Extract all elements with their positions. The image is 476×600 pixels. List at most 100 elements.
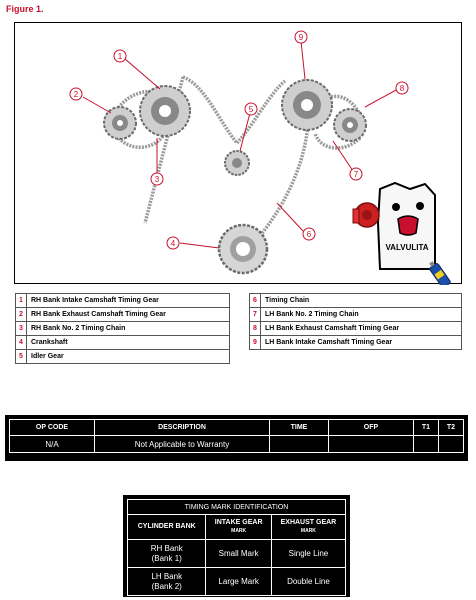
cell-time (269, 435, 329, 453)
bank-name: LH Bank (151, 571, 183, 581)
callout-7-label: 7 (354, 170, 359, 179)
legend-label: LH Bank Exhaust Camshaft Timing Gear (260, 321, 462, 336)
header-cylinder-bank: CYLINDER BANK (126, 514, 207, 540)
gear-lh-intake (281, 79, 333, 131)
cell-bank: LH Bank(Bank 2) (126, 567, 207, 596)
legend-number: 9 (249, 335, 261, 350)
op-code-table: OP CODE DESCRIPTION TIME OFP T1 T2 N/A N… (5, 415, 468, 461)
callout-2-label: 2 (74, 90, 79, 99)
timing-table-caption: TIMING MARK IDENTIFICATION (127, 499, 346, 515)
bank-number: (Bank 1) (151, 553, 182, 563)
callout-8-label: 8 (400, 84, 405, 93)
callout-1-label: 1 (118, 52, 123, 61)
legend-label: LH Bank Intake Camshaft Timing Gear (260, 335, 462, 350)
callout-9-label: 9 (299, 33, 304, 42)
cell-exhaust-mark: Double Line (270, 567, 347, 596)
callout-4-label: 4 (171, 239, 176, 248)
header-op-code: OP CODE (9, 419, 95, 436)
legend-label: RH Bank Exhaust Camshaft Timing Gear (26, 307, 230, 322)
callout-5-label: 5 (249, 105, 254, 114)
mascot-mouth (397, 215, 419, 236)
timing-chain-idler-right (235, 79, 287, 145)
legend-number: 7 (249, 307, 261, 322)
logo-text: VALVULITA (385, 243, 428, 252)
mascot-eye-right (416, 202, 424, 210)
header-ofp: OFP (328, 419, 414, 436)
header-exhaust-gear-mark: EXHAUST GEAR MARK (270, 514, 347, 540)
legend-label: LH Bank No. 2 Timing Chain (260, 307, 462, 322)
timing-mark-table: TIMING MARK IDENTIFICATION CYLINDER BANK… (123, 495, 350, 597)
timing-chain-idler-left (182, 75, 239, 145)
legend-label: Timing Chain (260, 293, 462, 308)
callout-8: 8 (395, 81, 409, 95)
bank-name: RH Bank (150, 543, 183, 553)
header-exhaust-text: EXHAUST GEAR (280, 519, 337, 526)
gear-crankshaft (217, 223, 269, 275)
legend-number: 1 (15, 293, 27, 308)
legend-label: Idler Gear (26, 349, 230, 364)
cell-exhaust-mark: Single Line (270, 539, 347, 568)
callout-3-label: 3 (155, 175, 160, 184)
timing-table-header: CYLINDER BANK INTAKE GEAR MARK EXHAUST GE… (126, 514, 347, 540)
rh-bank-no2-chain-bottom (113, 131, 167, 149)
header-intake-sub: MARK (231, 528, 247, 534)
callout-2: 2 (69, 87, 83, 101)
callout-4: 4 (166, 236, 180, 250)
legend-number: 4 (15, 335, 27, 350)
callout-7: 7 (349, 167, 363, 181)
gear-rh-intake (139, 85, 191, 137)
callout-6: 6 (302, 227, 316, 241)
cell-ofp (328, 435, 414, 453)
cell-intake-mark: Small Mark (205, 539, 272, 568)
header-description: DESCRIPTION (94, 419, 270, 436)
op-table-row: N/A Not Applicable to Warranty (9, 435, 464, 453)
header-time: TIME (269, 419, 329, 436)
timing-row-rh: RH Bank(Bank 1) Small Mark Single Line (126, 539, 347, 568)
op-table-header: OP CODE DESCRIPTION TIME OFP T1 T2 (9, 419, 464, 436)
cell-description: Not Applicable to Warranty (94, 435, 270, 453)
cell-bank: RH Bank(Bank 1) (126, 539, 207, 568)
legend-number: 6 (249, 293, 261, 308)
header-t1: T1 (413, 419, 439, 436)
header-intake-text: INTAKE GEAR (214, 519, 263, 526)
callout-9: 9 (294, 30, 308, 44)
callout-6-label: 6 (307, 230, 312, 239)
callout-leaders (82, 40, 399, 249)
legend-number: 2 (15, 307, 27, 322)
header-t2: T2 (438, 419, 464, 436)
callout-3: 3 (150, 172, 164, 186)
header-cylinder-bank-text: CYLINDER BANK (137, 523, 196, 530)
legend-label: RH Bank No. 2 Timing Chain (26, 321, 230, 336)
lh-bank-no2-chain-bottom (313, 132, 362, 150)
cell-t1 (413, 435, 439, 453)
timing-chain-diagram: 1 2 3 4 5 6 7 8 (69, 30, 451, 285)
gear-rh-exhaust (103, 106, 137, 140)
spray-can-icon (429, 261, 451, 285)
legend-number: 5 (15, 349, 27, 364)
cell-t2 (438, 435, 464, 453)
cell-op-code: N/A (9, 435, 95, 453)
mascot-eye-left (392, 203, 400, 211)
header-exhaust-sub: MARK (300, 528, 316, 534)
legend-label: Crankshaft (26, 335, 230, 350)
figure-title: Figure 1. (6, 4, 44, 14)
legend-number: 3 (15, 321, 27, 336)
timing-chain-left-strand (143, 76, 185, 224)
valvulita-logo: VALVULITA (352, 181, 451, 285)
timing-chain-figure: 1 2 3 4 5 6 7 8 (14, 22, 462, 285)
gear-idler (224, 150, 250, 176)
legend-label: RH Bank Intake Camshaft Timing Gear (26, 293, 230, 308)
header-intake-gear-mark: INTAKE GEAR MARK (205, 514, 272, 540)
gear-lh-exhaust (333, 108, 367, 142)
